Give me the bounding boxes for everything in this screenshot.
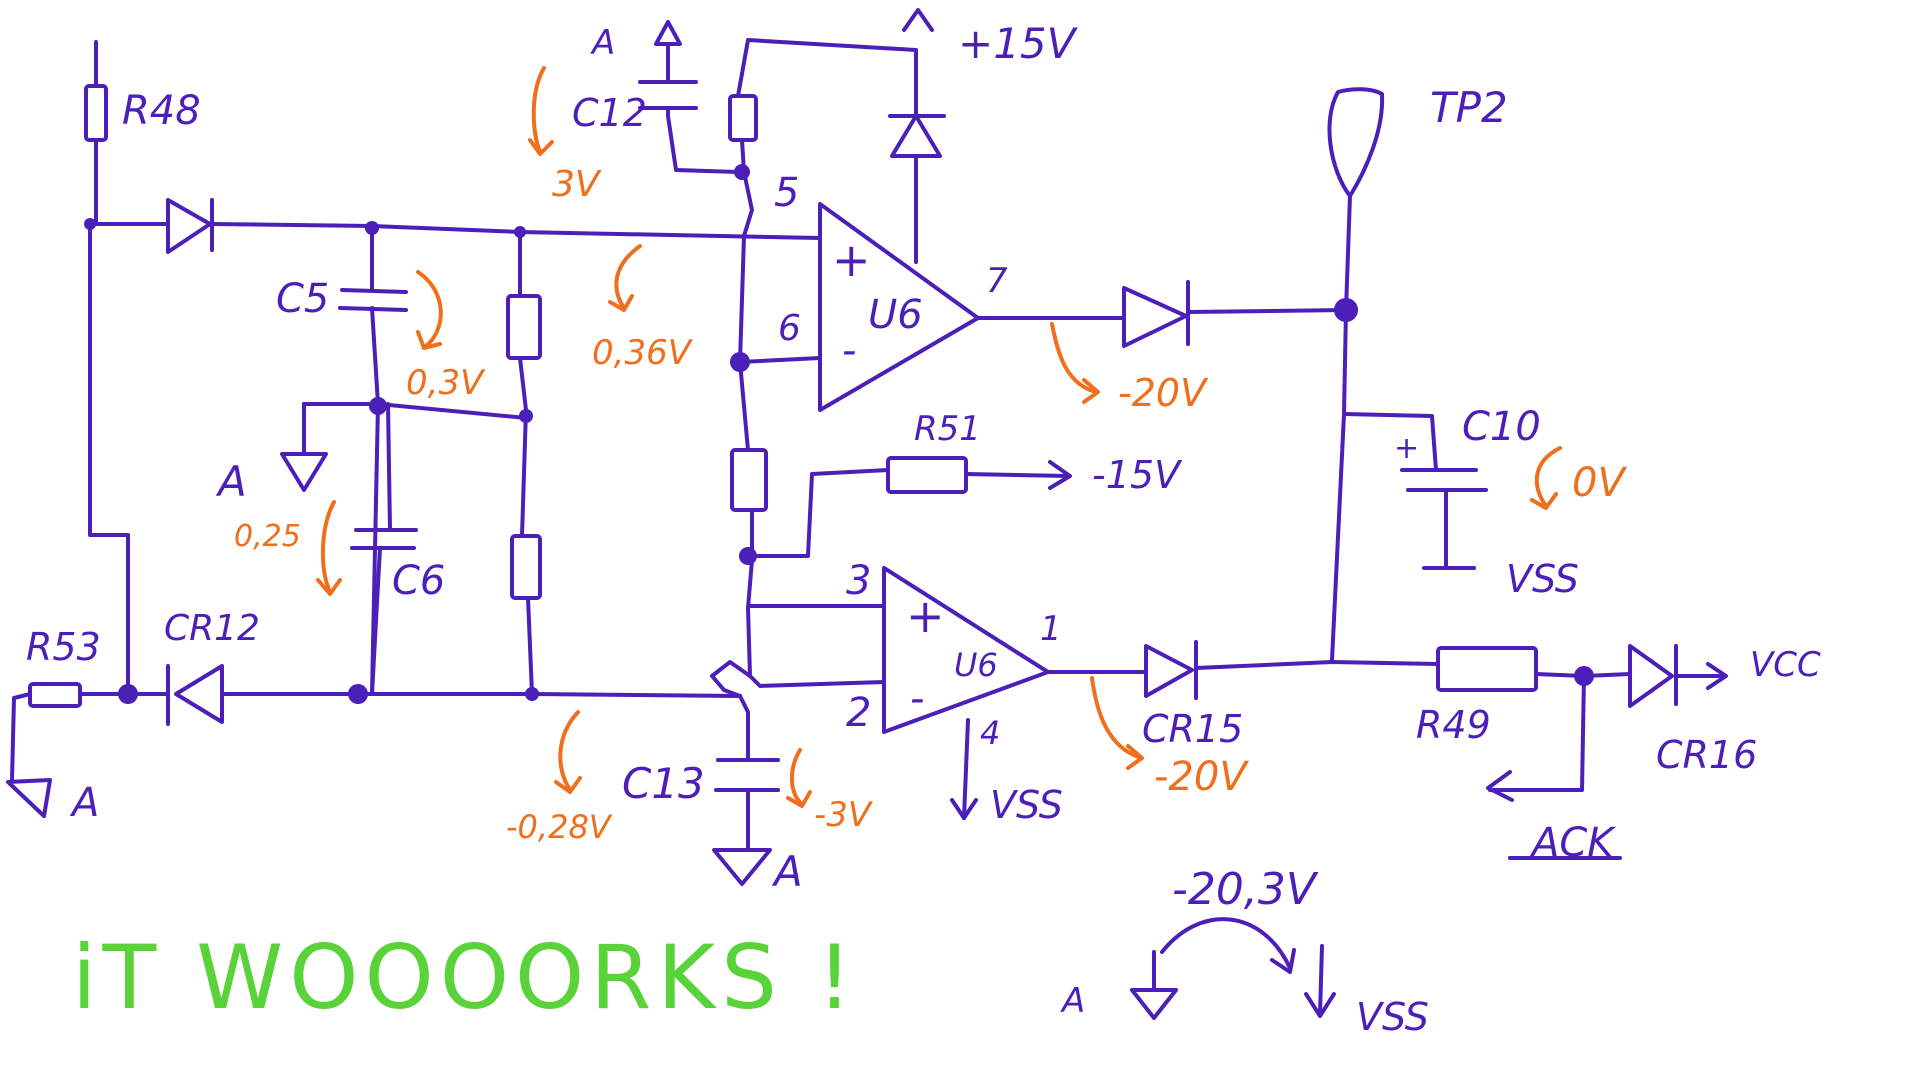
- label-minus-bottom: -: [910, 676, 924, 722]
- label-ground-a1: A: [590, 23, 615, 63]
- measurement-minus-20v-top: -20V: [1118, 371, 1209, 415]
- measurement-0-3v: 0,3V: [406, 363, 486, 403]
- label-vss1: VSS: [990, 783, 1063, 827]
- label-cr12: CR12: [164, 608, 260, 649]
- label-plus15v: +15V: [958, 19, 1079, 68]
- note-it-works: iT WOOOORKS !: [72, 926, 858, 1029]
- resistor-r51: [886, 456, 968, 494]
- diode-cr12: [166, 664, 224, 726]
- ground-a-left-icon: [280, 452, 328, 492]
- measurement-arrows: [316, 66, 1562, 808]
- label-r53: R53: [26, 625, 101, 669]
- label-minus15v: -15V: [1092, 453, 1183, 497]
- label-u6-bottom: U6: [954, 646, 998, 684]
- label-r51: R51: [914, 409, 981, 449]
- diode-zener-15v: [888, 114, 946, 158]
- resistor-r49: [1436, 646, 1538, 692]
- label-pin6: 6: [778, 308, 801, 349]
- label-ground-a4: A: [771, 847, 803, 896]
- capacitor-c5: [338, 288, 408, 312]
- label-vss2: VSS: [1506, 557, 1579, 601]
- label-c5: C5: [276, 276, 329, 322]
- resistor-lower-middle: [510, 534, 542, 600]
- label-c6: C6: [392, 558, 445, 604]
- legend-transfer-arc-icon: [1160, 917, 1296, 974]
- label-pin1: 1: [1040, 609, 1062, 649]
- label-u6-top: U6: [868, 292, 923, 338]
- label-cr16: CR16: [1656, 733, 1757, 777]
- resistor-r53: [28, 682, 82, 708]
- label-c13: C13: [622, 759, 705, 808]
- label-tp2: TP2: [1430, 83, 1508, 132]
- label-plus-top: +: [832, 233, 871, 287]
- label-cr15: CR15: [1142, 707, 1243, 751]
- measurement-0-36v: 0,36V: [592, 333, 694, 373]
- label-plus-bottom: +: [906, 589, 945, 643]
- label-plus-c10: +: [1394, 431, 1419, 466]
- label-pin2: 2: [846, 690, 871, 736]
- label-ack: ACK: [1529, 820, 1616, 866]
- resistor-feedback: [730, 448, 768, 512]
- measurement-3v: 3V: [552, 164, 602, 205]
- capacitor-c6: [350, 528, 418, 550]
- measurement-0v: 0V: [1572, 460, 1627, 506]
- diode-input: [166, 198, 214, 254]
- supply-plus15v-arrow-icon: [902, 8, 934, 32]
- ground-a-top-icon: [654, 20, 682, 46]
- label-pin4: 4: [980, 714, 1000, 752]
- opamp-u6-top: [818, 202, 980, 412]
- measurement-labels: 3V 0,3V 0,36V 0,25 -0,28V -3V -20V -20V …: [234, 164, 1627, 915]
- capacitor-c10: [1400, 468, 1488, 492]
- label-minus-top: -: [842, 328, 856, 374]
- label-r49: R49: [1416, 703, 1491, 747]
- measurement-minus-20v-bottom: -20V: [1154, 754, 1249, 800]
- label-ground-a3: A: [69, 780, 99, 826]
- measurement-minus-3v: -3V: [814, 795, 874, 835]
- measurement-minus-20-3v: -20,3V: [1172, 864, 1319, 915]
- resistor-upper-middle: [506, 294, 542, 360]
- ground-a-legend-icon: [1130, 988, 1178, 1020]
- vss-legend-arrow-head-icon: [1304, 992, 1336, 1018]
- diode-output-top: [1122, 280, 1190, 348]
- resistor-r13-supply: [728, 94, 758, 142]
- label-vss3: VSS: [1356, 995, 1429, 1039]
- label-vcc: VCC: [1750, 645, 1821, 685]
- component-labels: R48 R53 CR12 C5 C6 C12 C13 C10 R51 R49 C…: [26, 19, 1821, 1039]
- label-ground-a5: A: [1060, 981, 1085, 1021]
- resistor-r48: [84, 84, 108, 142]
- opamp-u6-bottom: [882, 566, 1050, 734]
- label-r48: R48: [122, 88, 201, 134]
- capacitor-c13: [714, 758, 780, 792]
- diode-cr16: [1628, 644, 1678, 708]
- ground-a-bottom-left-icon: [6, 778, 52, 818]
- diode-cr15: [1144, 640, 1198, 700]
- vss-legend-arrow-icon: [1318, 944, 1324, 1016]
- label-pin5: 5: [774, 170, 799, 216]
- junction-dots: [84, 164, 1594, 704]
- label-ground-a2: A: [215, 457, 247, 506]
- label-pin3: 3: [846, 558, 871, 604]
- capacitor-c12: [638, 80, 698, 110]
- label-c10: C10: [1462, 404, 1541, 450]
- label-pin7: 7: [986, 261, 1008, 301]
- label-c12: C12: [572, 91, 647, 135]
- measurement-minus-0-28v: -0,28V: [506, 808, 613, 846]
- wires: [10, 28, 1728, 860]
- ground-a-c13-icon: [712, 848, 772, 886]
- measurement-0-25: 0,25: [234, 519, 301, 554]
- test-point-tp2: [1327, 87, 1385, 198]
